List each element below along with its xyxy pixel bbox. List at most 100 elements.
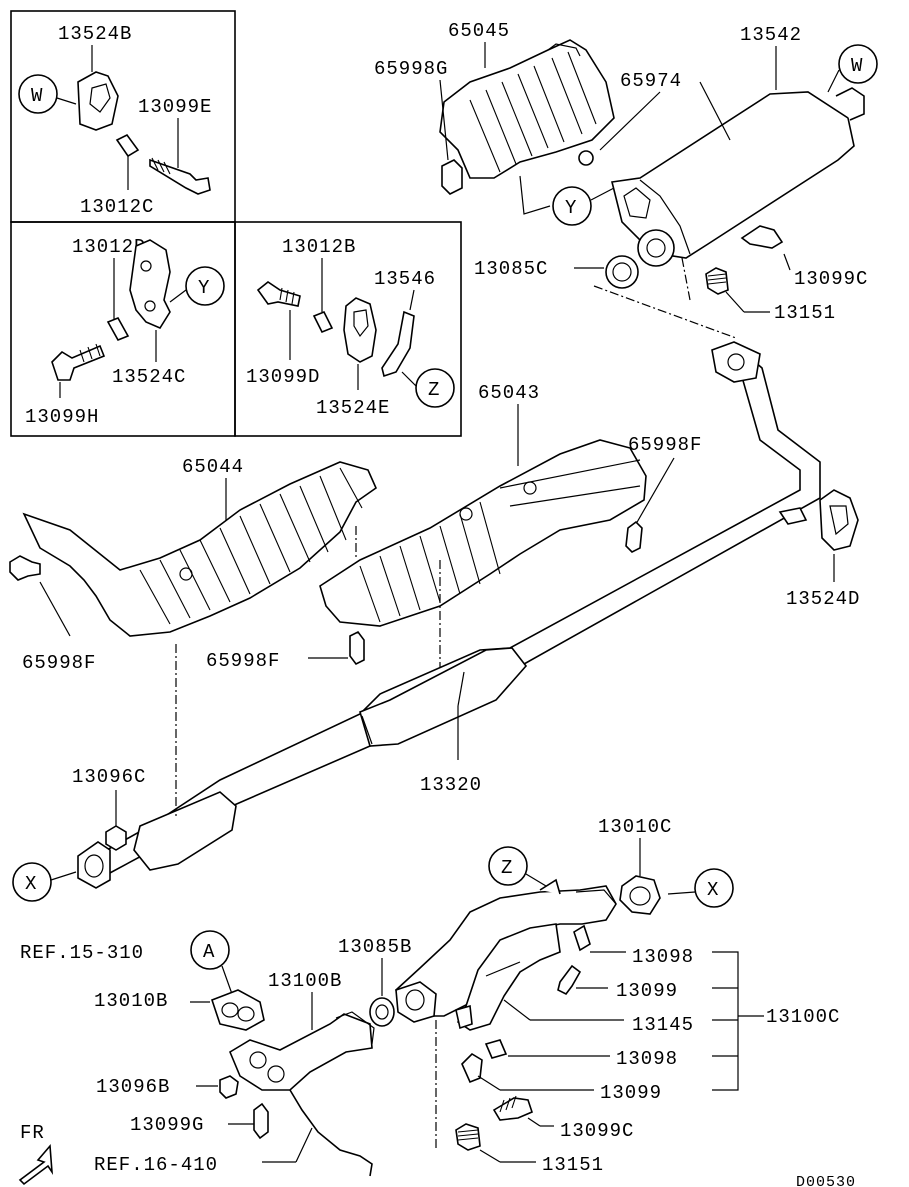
front-flange-x bbox=[77, 841, 111, 889]
callout-z-2: Z bbox=[501, 857, 513, 879]
bolt-13099-bottom bbox=[461, 1052, 483, 1084]
label-13099C-bottom: 13099C bbox=[560, 1120, 634, 1142]
bracket-z bbox=[539, 878, 561, 895]
label-13546: 13546 bbox=[374, 268, 436, 290]
callout-y-2: Y bbox=[565, 197, 577, 219]
callout-x-circle-1 bbox=[12, 862, 52, 902]
callout-w-2: W bbox=[851, 55, 863, 77]
callout-y-1: Y bbox=[198, 277, 210, 299]
label-13100B: 13100B bbox=[268, 970, 342, 992]
label-fr: FR bbox=[20, 1122, 45, 1144]
callout-z-circle-2 bbox=[488, 846, 528, 886]
nut-13096C bbox=[105, 825, 127, 851]
callout-y-circle-1 bbox=[185, 266, 225, 306]
spring-13151-bottom bbox=[455, 1123, 481, 1151]
hanger-13524C bbox=[129, 239, 171, 330]
label-13010B: 13010B bbox=[94, 990, 168, 1012]
bolt-65998F-right bbox=[625, 520, 643, 553]
callout-y-circle-2 bbox=[552, 186, 592, 226]
front-arrow-icon bbox=[18, 1144, 54, 1186]
label-13098-top: 13098 bbox=[632, 946, 694, 968]
label-13099D: 13099D bbox=[246, 366, 320, 388]
grommet-65974 bbox=[578, 150, 594, 166]
bolt-13099C-top bbox=[740, 225, 784, 249]
label-13099-bottom: 13099 bbox=[600, 1082, 662, 1104]
bolt-13099-top bbox=[557, 964, 582, 996]
bolt-13099C-bottom bbox=[492, 1097, 533, 1121]
catalytic-converter bbox=[133, 791, 237, 871]
label-13085B: 13085B bbox=[338, 936, 412, 958]
label-13151-bottom: 13151 bbox=[542, 1154, 604, 1176]
callout-x-2: X bbox=[707, 879, 719, 901]
callout-z-1: Z bbox=[428, 379, 440, 401]
callout-w: W bbox=[31, 85, 43, 107]
bolt-13099H bbox=[51, 344, 106, 381]
callout-x-1: X bbox=[25, 873, 37, 895]
label-13100C: 13100C bbox=[766, 1006, 840, 1028]
label-13012C: 13012C bbox=[80, 196, 154, 218]
label-65998F-mid: 65998F bbox=[206, 650, 280, 672]
label-13151-top: 13151 bbox=[774, 302, 836, 324]
label-65044: 65044 bbox=[182, 456, 244, 478]
label-13099E: 13099E bbox=[138, 96, 212, 118]
label-13099C-top: 13099C bbox=[794, 268, 868, 290]
heat-shield-65043 bbox=[319, 439, 647, 627]
gasket-13085C bbox=[605, 255, 639, 289]
label-65998F-left: 65998F bbox=[22, 652, 96, 674]
callout-w-circle-2 bbox=[838, 44, 878, 84]
front-pipe-flange bbox=[395, 981, 437, 1023]
label-13524D: 13524D bbox=[786, 588, 860, 610]
label-13524E: 13524E bbox=[316, 397, 390, 419]
label-65974: 65974 bbox=[620, 70, 682, 92]
hanger-13524D bbox=[819, 489, 859, 551]
hanger-rubber-13524B bbox=[77, 71, 119, 131]
heat-shield-65044 bbox=[22, 461, 377, 637]
label-13096C: 13096C bbox=[72, 766, 146, 788]
label-13524B: 13524B bbox=[58, 23, 132, 45]
pipe-13100B bbox=[228, 1013, 373, 1091]
bracket-13546 bbox=[381, 310, 415, 378]
detail-box-3 bbox=[234, 221, 462, 437]
front-pipe-13100C-branch bbox=[456, 923, 561, 1031]
label-13542: 13542 bbox=[740, 24, 802, 46]
gasket-13085B bbox=[369, 997, 395, 1027]
hanger-pin-rear bbox=[778, 507, 808, 525]
bolt-13099G bbox=[253, 1102, 269, 1140]
spring-13098-bottom bbox=[484, 1039, 508, 1059]
muffler-inlet-flange bbox=[637, 229, 675, 267]
center-muffler-13320 bbox=[359, 647, 528, 747]
callout-a-circle bbox=[190, 930, 230, 970]
label-13010C: 13010C bbox=[598, 816, 672, 838]
callout-x-circle-2 bbox=[694, 868, 734, 908]
label-65045: 65045 bbox=[448, 20, 510, 42]
label-13145: 13145 bbox=[632, 1014, 694, 1036]
pin-13012B bbox=[312, 310, 334, 334]
rear-flange bbox=[711, 341, 761, 383]
label-13320: 13320 bbox=[420, 774, 482, 796]
label-13524C: 13524C bbox=[112, 366, 186, 388]
label-65998G: 65998G bbox=[374, 58, 448, 80]
callout-z-circle-1 bbox=[415, 368, 455, 408]
hanger-13524E bbox=[343, 297, 377, 363]
label-13099-top: 13099 bbox=[616, 980, 678, 1002]
gasket-13010C bbox=[619, 875, 661, 915]
label-ref-16-410: REF.16-410 bbox=[94, 1154, 218, 1176]
heat-shield-65045 bbox=[439, 39, 615, 179]
label-13012B: 13012B bbox=[282, 236, 356, 258]
callout-w-circle bbox=[18, 74, 58, 114]
spring-13098-top bbox=[573, 924, 591, 952]
label-ref-15-310: REF.15-310 bbox=[20, 942, 144, 964]
label-13096B: 13096B bbox=[96, 1076, 170, 1098]
label-65043: 65043 bbox=[478, 382, 540, 404]
pin-13012C bbox=[115, 133, 140, 158]
bolt-13099E bbox=[149, 158, 211, 195]
bolt-65998F-left bbox=[9, 555, 41, 581]
callout-a: A bbox=[203, 941, 215, 963]
label-13099H: 13099H bbox=[25, 406, 99, 428]
nut-65998G bbox=[441, 159, 463, 195]
nut-13096B bbox=[219, 1075, 239, 1099]
label-65998F-right: 65998F bbox=[628, 434, 702, 456]
bolt-13099D bbox=[256, 281, 301, 307]
